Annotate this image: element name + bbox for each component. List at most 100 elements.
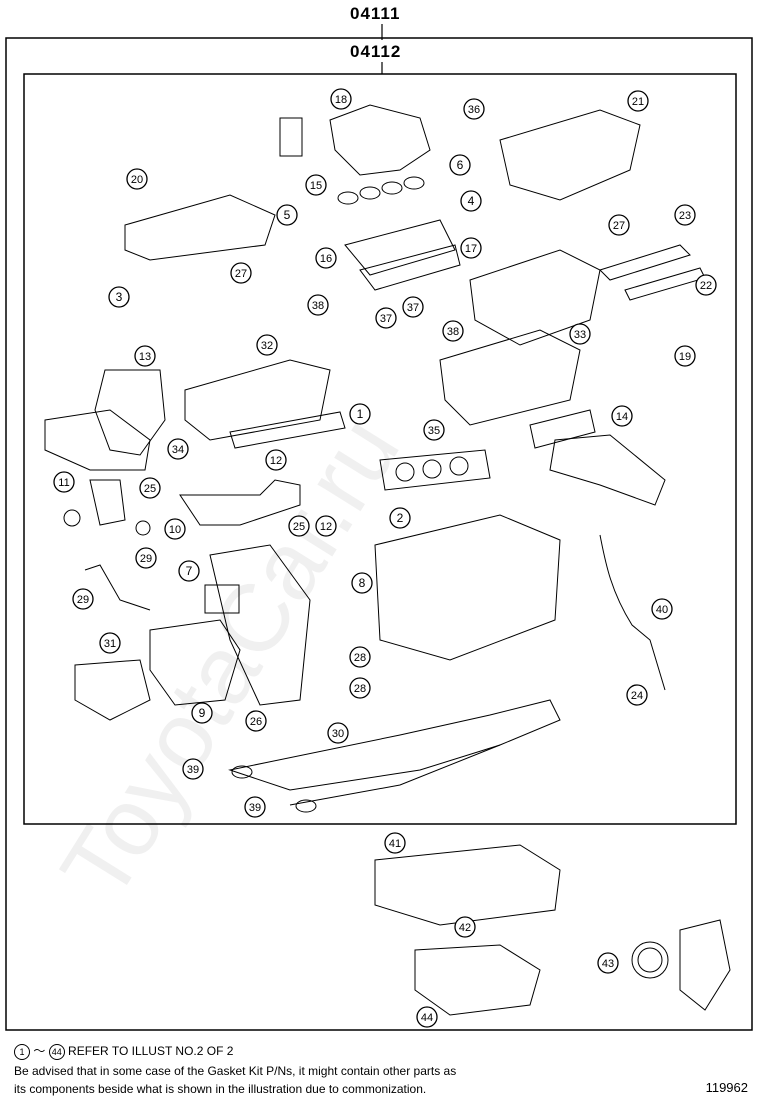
- intake-gasket-16-sketch: [344, 219, 456, 276]
- callout-39: 39: [182, 758, 204, 780]
- callout-circle: [416, 1006, 438, 1028]
- callout-number: 13: [139, 351, 151, 363]
- callout-circle: [597, 952, 619, 974]
- callout-circle: [442, 320, 464, 342]
- callout-number: 15: [310, 180, 322, 192]
- callout-29: 29: [135, 547, 157, 569]
- callout-37: 37: [375, 307, 397, 329]
- callout-circle: [265, 449, 287, 471]
- callout-number: 33: [574, 329, 586, 341]
- head-gasket-1-sketch: [229, 411, 346, 449]
- callout-layer: 1234567891011121213141516171819202122232…: [53, 88, 717, 1028]
- head-cover-right-sketch: [499, 109, 641, 201]
- callout-37: 37: [402, 296, 424, 318]
- range-separator: ～: [33, 1044, 46, 1058]
- callout-number: 16: [320, 253, 332, 265]
- callout-circle: [288, 515, 310, 537]
- callout-circle: [608, 214, 630, 236]
- callout-number: 40: [656, 604, 668, 616]
- callout-number: 17: [465, 243, 477, 255]
- callout-circle: [135, 547, 157, 569]
- callout-circle: [375, 307, 397, 329]
- head-gasket-2-sketch: [379, 449, 491, 491]
- callout-28: 28: [349, 646, 371, 668]
- callout-number: 44: [421, 1012, 433, 1024]
- callout-circle: [191, 702, 213, 724]
- advisory-line-1: Be advised that in some case of the Gask…: [14, 1064, 457, 1078]
- callout-34: 34: [167, 438, 189, 460]
- callout-number: 10: [169, 524, 181, 536]
- callout-circle: [449, 154, 471, 176]
- intake-plenum-sketch: [329, 104, 431, 176]
- gasket-7-sketch: [204, 584, 240, 614]
- head-cover-left-sketch: [124, 194, 276, 261]
- callout-number: 38: [312, 300, 324, 312]
- callout-circle: [256, 334, 278, 356]
- callout-29: 29: [72, 588, 94, 610]
- callout-number: 37: [380, 313, 392, 325]
- callout-number: 28: [354, 683, 366, 695]
- callout-number: 6: [457, 158, 464, 172]
- callout-36: 36: [463, 98, 485, 120]
- callout-circle: [315, 515, 337, 537]
- callout-26: 26: [245, 710, 267, 732]
- callout-circle: [327, 722, 349, 744]
- callout-number: 9: [199, 706, 206, 720]
- exhaust-shield-right-sketch: [549, 434, 666, 506]
- callout-7: 7: [178, 560, 200, 582]
- callout-number: 8: [359, 576, 366, 590]
- callout-circle: [72, 588, 94, 610]
- callout-number: 5: [284, 208, 291, 222]
- callout-25: 25: [288, 515, 310, 537]
- cylinder-head-left-sketch: [184, 359, 331, 441]
- water-bypass-pipe-sketch: [179, 479, 301, 526]
- callout-3: 3: [108, 286, 130, 308]
- callout-43: 43: [597, 952, 619, 974]
- throttle-body-sketch: [279, 117, 303, 157]
- callout-9: 9: [191, 702, 213, 724]
- exhaust-pipe-upper-sketch: [228, 699, 561, 791]
- callout-circle: [349, 403, 371, 425]
- callout-19: 19: [674, 345, 696, 367]
- callout-circle: [134, 345, 156, 367]
- callout-circle: [402, 296, 424, 318]
- callout-circle: [164, 518, 186, 540]
- range-start-callout: 1: [14, 1043, 30, 1060]
- callout-circle: [178, 560, 200, 582]
- callout-number: 21: [632, 96, 644, 108]
- callout-13: 13: [134, 345, 156, 367]
- oil-pump-gasket-9-sketch: [149, 619, 241, 706]
- oil-dipstick-tube-sketch: [599, 534, 666, 691]
- callout-circle: [351, 572, 373, 594]
- callout-number: 37: [407, 302, 419, 314]
- callout-42: 42: [454, 916, 476, 938]
- callout-number: 35: [428, 425, 440, 437]
- oil-pan-lower-sketch: [414, 944, 541, 1016]
- callout-number: 34: [172, 444, 184, 456]
- callout-12: 12: [315, 515, 337, 537]
- callout-10: 10: [164, 518, 186, 540]
- callout-32: 32: [256, 334, 278, 356]
- callout-circle: [108, 286, 130, 308]
- callout-number: 27: [613, 220, 625, 232]
- callout-28: 28: [349, 677, 371, 699]
- callout-15: 15: [305, 174, 327, 196]
- callout-circle: [53, 471, 75, 493]
- timing-cover-sketch: [209, 544, 311, 706]
- callout-circle: [244, 796, 266, 818]
- callout-number: 26: [250, 716, 262, 728]
- callout-circle: [463, 98, 485, 120]
- callout-circle: [276, 204, 298, 226]
- callout-17: 17: [460, 237, 482, 259]
- refer-note: 1 ～ 44 REFER TO ILLUST NO.2 OF 2: [14, 1043, 233, 1060]
- callout-number: 29: [77, 594, 89, 606]
- callout-circle: [305, 174, 327, 196]
- callout-number: 4: [468, 194, 475, 208]
- callout-38: 38: [442, 320, 464, 342]
- callout-35: 35: [423, 419, 445, 441]
- illustration-number: 119962: [705, 1080, 748, 1095]
- callout-2: 2: [389, 507, 411, 529]
- callout-number: 29: [140, 553, 152, 565]
- callout-4: 4: [460, 190, 482, 212]
